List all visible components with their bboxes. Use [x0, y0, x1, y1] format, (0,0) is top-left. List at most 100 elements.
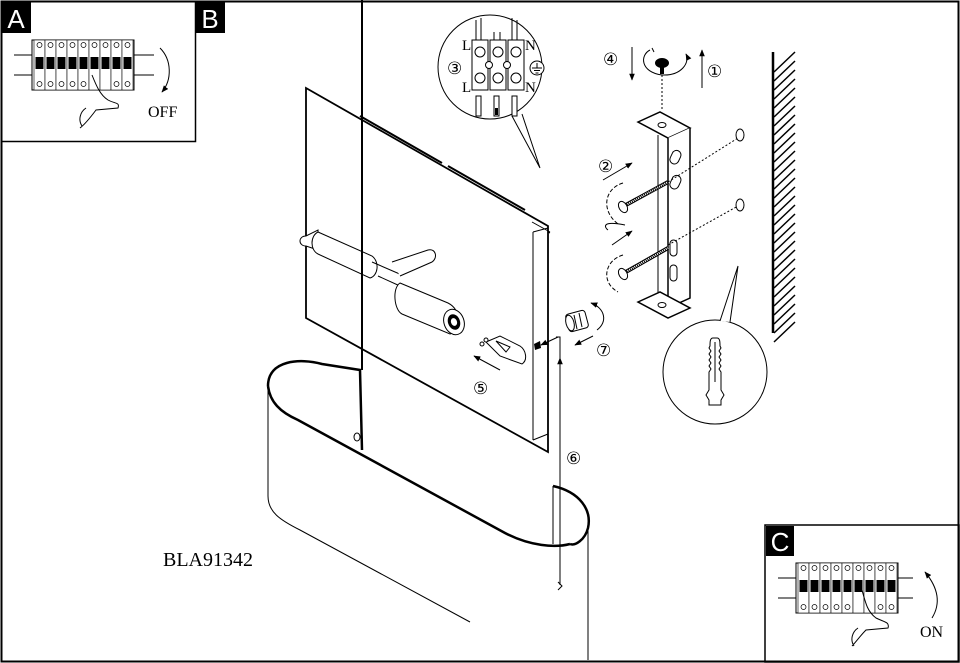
hatch-line	[773, 321, 796, 343]
panel-a: OFF	[0, 0, 197, 143]
screw-step-group: ④ ①	[603, 47, 722, 110]
hatch-line	[773, 168, 796, 190]
circuit-breaker-icon	[778, 562, 913, 614]
screw-icon	[617, 180, 669, 214]
screw-icon	[617, 246, 669, 281]
breaker-module	[797, 562, 810, 614]
hatch-line	[773, 294, 796, 316]
hatch-line	[773, 96, 796, 118]
wall-hole-lower	[735, 198, 745, 212]
step-3-marker: ③	[447, 59, 462, 79]
hatch-line	[773, 159, 796, 181]
earth-ground-icon	[529, 60, 545, 76]
hatch-line	[773, 276, 796, 298]
breaker-module	[99, 39, 112, 91]
hatch-line	[773, 87, 796, 109]
hatch-line	[773, 240, 796, 262]
terminal-label-n-top: N	[525, 38, 536, 54]
terminal-label-l-bottom: L	[462, 80, 471, 96]
hatch-line	[773, 213, 796, 235]
hatch-line	[773, 303, 796, 325]
off-caption: OFF	[148, 104, 177, 121]
breaker-module	[874, 562, 887, 614]
hatch-line	[773, 195, 796, 217]
breaker-module	[33, 39, 46, 91]
hatch-line	[773, 285, 796, 307]
hand-icon	[79, 74, 119, 129]
rotate-up-arrow-icon	[924, 571, 938, 619]
breaker-module	[110, 39, 123, 91]
hatch-line	[773, 312, 796, 334]
mounting-bracket	[636, 111, 692, 319]
rotate-arrow-icon	[590, 302, 605, 331]
panel-a-frame	[0, 0, 197, 143]
panel-a-label: A	[7, 4, 25, 34]
panel-c-label-bg	[766, 526, 794, 556]
terminal-callout-pointer	[511, 113, 541, 169]
hatch-line	[773, 141, 796, 163]
hatch-line	[773, 204, 796, 226]
terminal-label-n-bottom: N	[525, 80, 536, 96]
breaker-module	[88, 39, 101, 91]
hatch-line	[773, 150, 796, 172]
breaker-module	[66, 39, 79, 91]
circuit-breaker-icon	[14, 39, 154, 91]
hatch-line	[773, 123, 796, 145]
hatch-line	[773, 177, 796, 199]
spotlight-icon	[299, 229, 465, 336]
hand-icon	[851, 589, 889, 647]
terminal-label-l-top: L	[462, 38, 471, 54]
terminal-block	[471, 18, 525, 117]
wall-hatching	[771, 51, 796, 343]
hatch-line	[773, 78, 796, 100]
hatch-line	[773, 69, 796, 91]
panel-c: C ON	[764, 524, 960, 663]
hatch-line	[773, 249, 796, 271]
panel-c-label: C	[771, 527, 790, 557]
model-number: BLA91342	[163, 549, 253, 571]
step-7-marker: ⑦	[596, 341, 611, 361]
hatch-line	[773, 51, 796, 73]
breaker-module	[863, 562, 876, 614]
panel-a-label-bg	[2, 2, 31, 33]
lamp-shade	[266, 0, 590, 660]
hatch-line	[773, 222, 796, 244]
panel-c-frame	[764, 524, 960, 663]
breaker-module	[841, 562, 854, 614]
screw-icon	[557, 581, 563, 591]
breaker-module	[44, 39, 57, 91]
step-5-marker: ⑤	[473, 379, 488, 399]
rotate-down-arrow-icon	[159, 47, 170, 93]
rotate-arrow-icon	[604, 222, 626, 231]
breaker-module	[77, 39, 90, 91]
screw-head-icon	[655, 58, 669, 68]
breaker-module	[121, 39, 134, 91]
shade-hole	[353, 432, 361, 442]
panel-b-label-bg	[196, 2, 225, 33]
hatch-line	[773, 60, 796, 82]
hatch-line	[773, 105, 796, 127]
step-2-marker: ②	[598, 157, 613, 177]
wall-screws: ②	[598, 157, 669, 293]
breaker-module	[852, 562, 865, 614]
lamp-backplate	[305, 86, 551, 454]
step-6-marker: ⑥	[566, 449, 581, 469]
hatch-line	[773, 132, 796, 154]
hatch-line	[773, 186, 796, 208]
breaker-module	[830, 562, 843, 614]
knurled-nut: ⑦	[534, 302, 611, 445]
hatch-line	[773, 258, 796, 280]
hatch-line	[773, 114, 796, 136]
breaker-module	[885, 562, 898, 614]
breaker-module	[808, 562, 821, 614]
on-caption: ON	[920, 624, 944, 641]
breaker-module	[819, 562, 832, 614]
terminal-block-callout: L N L N ③	[437, 14, 545, 169]
wall-hole-upper	[735, 128, 745, 142]
panel-b-label: B	[201, 4, 218, 34]
breaker-module	[55, 39, 68, 91]
hatch-line	[773, 267, 796, 289]
wall-plug-callout	[662, 265, 768, 425]
